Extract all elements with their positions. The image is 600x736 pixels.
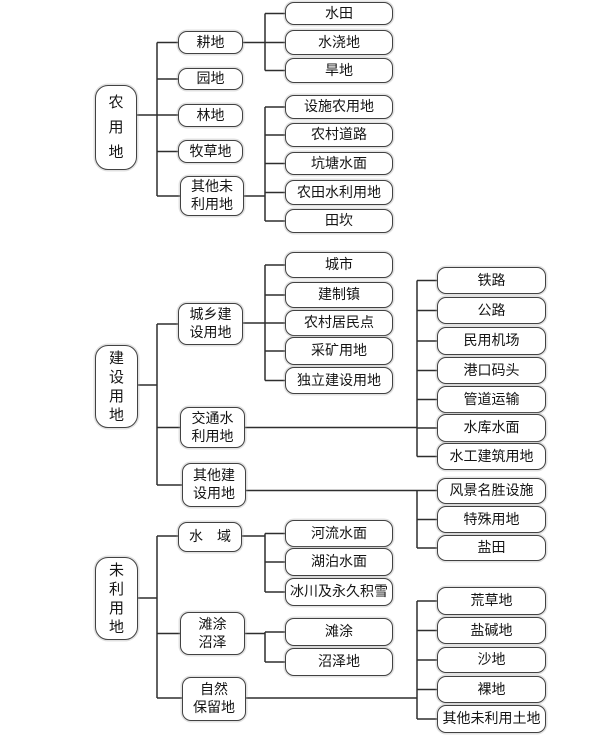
node-marsh-land: 沼泽地	[285, 648, 393, 676]
node-transport-water-conservancy-land: 交通水 利用地	[180, 407, 245, 448]
node-port-wharf: 港口码头	[437, 357, 546, 384]
node-independent-construction-land: 独立建设用地	[285, 367, 393, 394]
node-railway: 铁路	[437, 267, 546, 294]
node-hydraulic-structure-land: 水工建筑用地	[437, 443, 546, 470]
node-rural-road: 农村道路	[285, 123, 393, 147]
node-highway: 公路	[437, 297, 546, 324]
node-lake-water-surface: 湖泊水面	[285, 548, 393, 576]
node-garden-land: 园地	[178, 68, 243, 90]
node-tidal-flat: 滩涂	[285, 618, 393, 646]
node-dry-land: 旱地	[285, 58, 393, 83]
node-scenic-facility: 风景名胜设施	[437, 478, 546, 504]
node-cultivated-land: 耕地	[178, 31, 243, 54]
node-grassland: 牧草地	[178, 140, 243, 163]
node-natural-reserved-land: 自然 保留地	[182, 677, 246, 721]
node-other-unused-agricultural-land: 其他未 利用地	[180, 176, 244, 216]
node-other-construction-land: 其他建 设用地	[182, 463, 246, 507]
node-pond-water-surface: 坑塘水面	[285, 152, 393, 175]
node-other-unused-soil: 其他未利用土地	[437, 705, 546, 733]
node-rural-settlement: 农村居民点	[285, 310, 393, 336]
node-special-land: 特殊用地	[437, 506, 546, 533]
node-city: 城市	[285, 252, 393, 278]
node-sandy-land: 沙地	[437, 647, 546, 673]
node-salt-pan: 盐田	[437, 535, 546, 561]
node-wild-grassland: 荒草地	[437, 587, 546, 615]
node-unused-land: 未 利 用 地	[95, 557, 138, 640]
node-paddy-field: 水田	[285, 2, 393, 25]
node-water-area: 水 域	[178, 522, 242, 552]
node-forest-land: 林地	[178, 104, 243, 127]
node-mining-land: 采矿用地	[285, 337, 393, 365]
node-river-water-surface: 河流水面	[285, 520, 393, 547]
node-pipeline-transport: 管道运输	[437, 386, 546, 413]
node-saline-alkali-land: 盐碱地	[437, 617, 546, 644]
node-irrigated-land: 水浇地	[285, 30, 393, 55]
node-field-ridge: 田坎	[285, 209, 393, 233]
node-farmland-water-conservancy: 农田水利用地	[285, 180, 393, 205]
node-bare-land: 裸地	[437, 676, 546, 703]
node-agricultural-land: 农 用 地	[95, 85, 137, 170]
node-reservoir-water-surface: 水库水面	[437, 414, 546, 442]
node-construction-land: 建 设 用 地	[95, 345, 138, 428]
node-glacier-permanent-snow: 冰川及永久积雪	[285, 578, 393, 606]
node-tidal-flat-marsh: 滩涂 沼泽	[180, 612, 245, 655]
node-urban-rural-construction-land: 城乡建 设用地	[178, 303, 243, 345]
node-facility-agricultural-land: 设施农用地	[285, 95, 393, 119]
node-civil-airport: 民用机场	[437, 327, 546, 355]
node-designated-town: 建制镇	[285, 282, 393, 308]
